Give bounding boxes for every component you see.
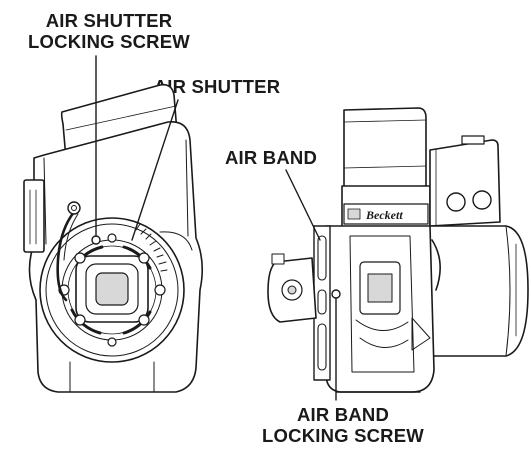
nameplate-brand: Beckett	[365, 208, 403, 222]
air-band-locking-screw-line-2: LOCKING SCREW	[262, 425, 424, 446]
air-band-label: AIR BAND	[224, 147, 318, 168]
side-transformer-box	[343, 107, 427, 191]
nameplate	[343, 203, 429, 225]
air-shutter-locking-screw-line-2: LOCKING SCREW	[28, 31, 190, 52]
control-box	[429, 139, 501, 227]
motor	[429, 225, 529, 357]
air-shutter-label: AIR SHUTTER	[153, 76, 281, 97]
air-band-locking-screw	[331, 289, 341, 299]
air-shutter-locking-screw	[91, 235, 101, 245]
air-shutter-locking-screw-line-1: AIR SHUTTER	[45, 10, 173, 31]
air-shutter-locking-screw-label: AIR SHUTTER LOCKING SCREW	[0, 10, 218, 52]
leader-lines	[95, 55, 337, 401]
air-band-locking-screw-line-1: AIR BAND	[296, 404, 390, 425]
front-view-burner	[23, 83, 204, 393]
air-band-locking-screw-label: AIR BAND LOCKING SCREW	[232, 404, 454, 446]
air-band	[313, 225, 331, 381]
side-view-burner: Beckett	[267, 107, 529, 393]
